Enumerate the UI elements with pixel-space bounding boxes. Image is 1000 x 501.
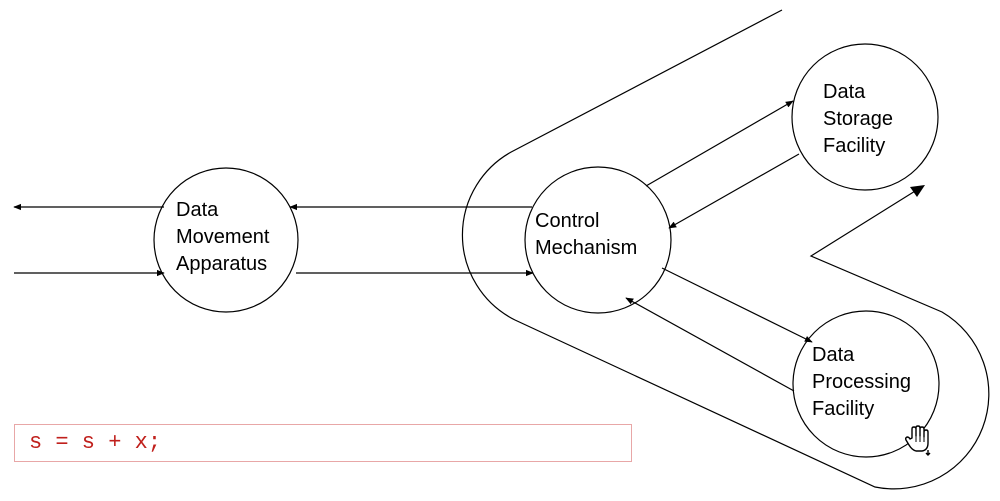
control-mechanism-label: Control Mechanism (535, 208, 637, 262)
data-processing-label: Data Processing Facility (812, 342, 911, 423)
data-movement-label-line-3: Apparatus (176, 253, 268, 275)
data-movement-label-line-2: Movement (176, 226, 270, 248)
data-movement-label: Data Movement Apparatus (176, 197, 269, 278)
enclosure-outline (461, 9, 990, 490)
arrow-processing-to-control (625, 297, 795, 392)
data-storage-label-line-1: Data (823, 81, 866, 103)
arrow-storage-to-control (668, 153, 800, 229)
data-movement-label-line-1: Data (176, 199, 219, 221)
data-processing-label-line-3: Facility (812, 398, 875, 420)
data-movement-circle (153, 167, 299, 313)
data-storage-label: Data Storage Facility (823, 79, 893, 160)
outline-arrowhead (910, 185, 925, 197)
data-processing-label-line-2: Processing (812, 371, 911, 393)
arrow-control-to-storage (645, 100, 794, 187)
arrow-control-to-processing (661, 267, 813, 343)
code-box: s = s + x; (14, 424, 632, 462)
data-storage-label-line-2: Storage (823, 108, 894, 130)
control-mechanism-label-line-2: Mechanism (535, 237, 638, 259)
control-mechanism-label-line-1: Control (535, 210, 600, 232)
code-text: s = s + x; (29, 430, 162, 455)
data-processing-circle (792, 310, 940, 458)
data-processing-label-line-1: Data (812, 344, 855, 366)
data-storage-label-line-3: Facility (823, 135, 886, 157)
data-storage-circle (791, 43, 939, 191)
hand-pointer-icon (904, 425, 931, 456)
control-mechanism-circle (524, 166, 672, 314)
